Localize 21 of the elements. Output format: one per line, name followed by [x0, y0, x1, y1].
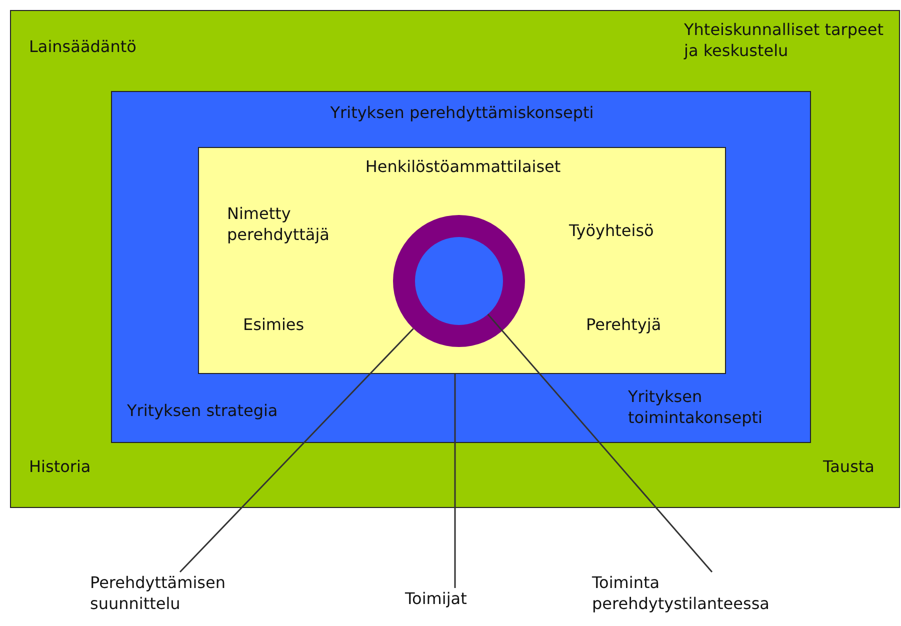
middle-panel	[111, 91, 811, 443]
panel-heading: Henkilöstöammattilaiset	[365, 157, 561, 176]
region-label: Esimies	[243, 315, 304, 334]
inner-panel	[198, 147, 726, 374]
region-label: Historia	[29, 457, 91, 476]
callout-text: Toiminta perehdytystilanteessa	[592, 573, 770, 613]
region-label: Yhteiskunnalliset tarpeet ja keskustelu	[684, 20, 884, 60]
region-label: Työyhteisö	[569, 221, 654, 240]
leader-line	[454, 374, 456, 588]
region-label: Yrityksen toimintakonsepti	[628, 387, 762, 427]
region-label: Perehtyjä	[586, 315, 662, 334]
leader-line	[179, 328, 414, 573]
callout-text: Perehdyttämisen suunnittelu	[90, 573, 226, 613]
region-label: Yrityksen strategia	[127, 401, 278, 420]
callout-text: Toimijat	[405, 589, 467, 608]
leader-line	[487, 314, 713, 572]
outer-panel	[10, 10, 900, 508]
region-label: Nimetty perehdyttäjä	[227, 204, 330, 244]
region-label: Lainsäädäntö	[29, 37, 136, 56]
panel-heading: Yrityksen perehdyttämiskonsepti	[330, 103, 594, 122]
region-label: Tausta	[823, 457, 874, 476]
